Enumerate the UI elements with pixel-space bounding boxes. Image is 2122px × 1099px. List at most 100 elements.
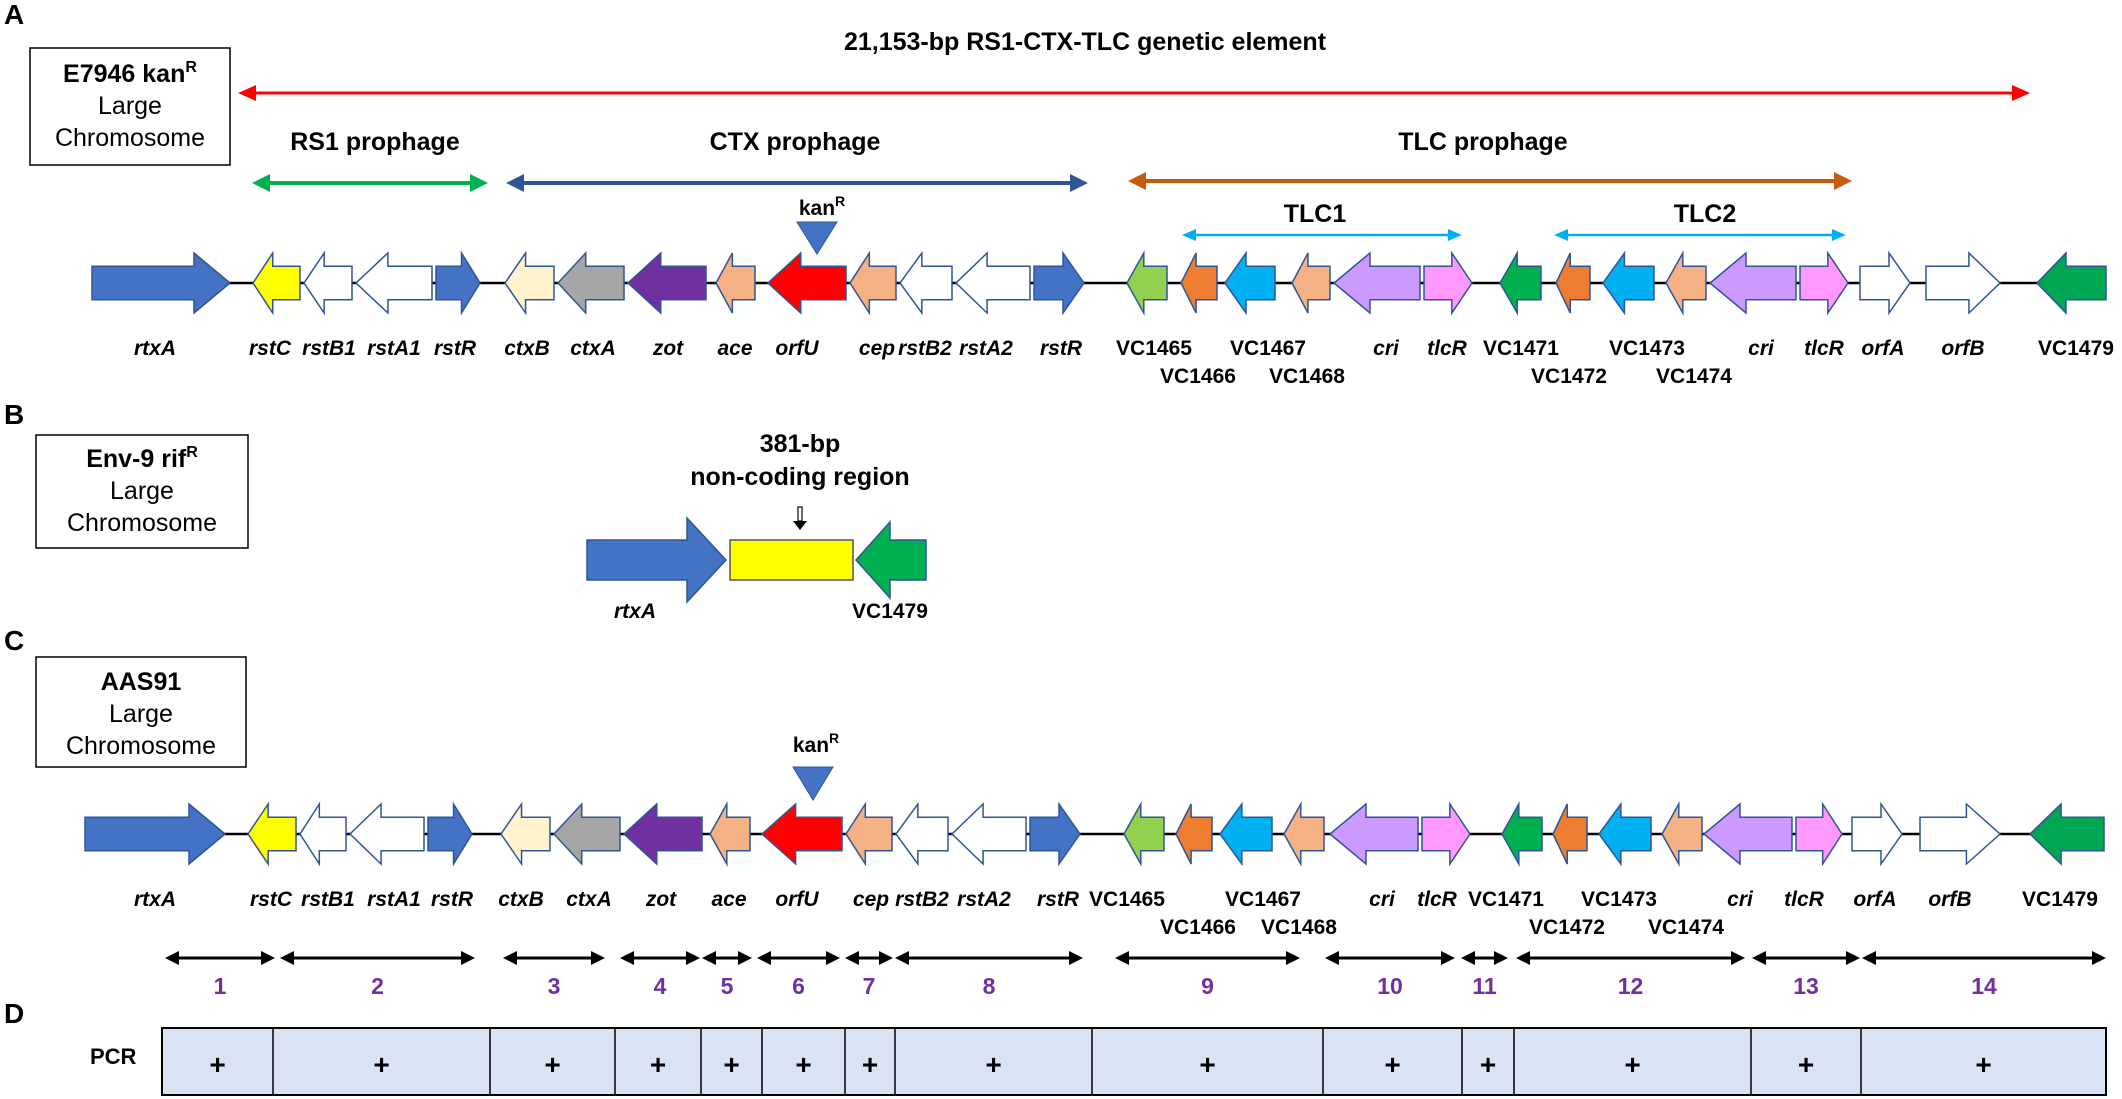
pcr-result-1: + bbox=[209, 1049, 225, 1080]
segment-number-7: 7 bbox=[863, 973, 876, 999]
gene-label-VC1473-a-22: VC1473 bbox=[1609, 337, 1685, 360]
segment-arrowhead-right-4 bbox=[686, 951, 700, 965]
gene-tlcR-c-25 bbox=[1795, 801, 1843, 867]
kan-marker-label-a: kanR bbox=[799, 193, 845, 220]
pcr-result-6: + bbox=[795, 1049, 811, 1080]
gene-VC1466-a-15 bbox=[1180, 252, 1218, 314]
segment-number-14: 14 bbox=[1971, 973, 1997, 999]
gene-tlcR-a-19 bbox=[1423, 250, 1473, 316]
gene-label-rstR-c-4: rstR bbox=[431, 888, 474, 911]
ctx-prophage-label: CTX prophage bbox=[710, 128, 881, 156]
gene-label-orfA-a-26: orfA bbox=[1861, 337, 1904, 360]
gene-VC1473-a-22 bbox=[1602, 250, 1655, 316]
element-title: 21,153-bp RS1-CTX-TLC genetic element bbox=[844, 28, 1327, 56]
tlc1-span-arrow bbox=[1182, 229, 1462, 241]
segment-arrowhead-left-1 bbox=[165, 951, 179, 965]
segment-arrowhead-left-12 bbox=[1516, 951, 1530, 965]
segment-arrowhead-right-6 bbox=[826, 951, 840, 965]
gene-label-ctxA-c-6: ctxA bbox=[566, 888, 612, 911]
gene-label-VC1472-c-21: VC1472 bbox=[1529, 916, 1605, 939]
gene-label-orfB-c-27: orfB bbox=[1928, 888, 1971, 911]
ctx-span-arrow bbox=[506, 174, 1088, 192]
pcr-result-8: + bbox=[985, 1049, 1001, 1080]
gene-VC1467-c-16 bbox=[1219, 801, 1273, 867]
pcr-table bbox=[161, 1027, 2107, 1096]
gene-cri-c-18 bbox=[1328, 802, 1419, 866]
gene-label-zot-a-7: zot bbox=[652, 337, 684, 360]
strain-box-a bbox=[29, 47, 231, 166]
gene-ctxA-c-6 bbox=[552, 802, 621, 866]
gene-label-cep-c-10: cep bbox=[853, 888, 889, 911]
gene-label-ctxB-c-5: ctxB bbox=[498, 888, 544, 911]
kan-insertion-triangle-c bbox=[792, 766, 834, 801]
strain-line2-b: Large bbox=[110, 477, 174, 505]
panel-b: B Env-9 rifR Large Chromosome 381-bp non… bbox=[4, 399, 928, 623]
gene-rstB1-a-2 bbox=[303, 250, 353, 316]
noncoding-region-box bbox=[729, 539, 854, 581]
gene-label-orfU-c-9: orfU bbox=[775, 888, 819, 911]
gene-VC1479-a-28 bbox=[2035, 251, 2107, 315]
segment-arrowhead-right-11 bbox=[1494, 951, 1508, 965]
segment-arrowhead-right-1 bbox=[261, 951, 275, 965]
segment-number-13: 13 bbox=[1793, 973, 1819, 999]
gene-zot-c-7 bbox=[622, 802, 703, 866]
segment-arrowhead-right-12 bbox=[1731, 951, 1745, 965]
gene-label-rtxA-c-0: rtxA bbox=[134, 888, 176, 911]
gene-label-VC1467-a-16: VC1467 bbox=[1230, 337, 1306, 360]
gene-label-orfB-a-27: orfB bbox=[1941, 337, 1984, 360]
gene-label-cri-a-18: cri bbox=[1373, 337, 1400, 360]
gene-label-VC1474-c-23: VC1474 bbox=[1648, 916, 1724, 939]
gene-VC1479-b bbox=[854, 520, 927, 600]
gene-label-rstB1-a-2: rstB1 bbox=[302, 337, 356, 360]
tlc-prophage-label: TLC prophage bbox=[1398, 128, 1568, 156]
strain-line2-c: Large bbox=[109, 700, 173, 728]
pcr-result-12: + bbox=[1624, 1049, 1640, 1080]
gene-label-ace-c-8: ace bbox=[711, 888, 746, 911]
segment-arrowhead-left-4 bbox=[620, 951, 634, 965]
gene-cri-a-18 bbox=[1332, 251, 1421, 315]
gene-orfA-a-26 bbox=[1859, 250, 1911, 316]
segment-number-1: 1 bbox=[214, 973, 227, 999]
gene-cep-a-10 bbox=[849, 250, 897, 316]
strain-box-b bbox=[35, 434, 249, 549]
pcr-result-7: + bbox=[862, 1049, 878, 1080]
segment-arrowhead-right-2 bbox=[461, 951, 475, 965]
gene-label-rtxA-b: rtxA bbox=[614, 600, 656, 623]
gene-rstC-a-1 bbox=[252, 250, 301, 316]
gene-label-rstA2-c-12: rstA2 bbox=[957, 888, 1011, 911]
gene-rtxA-c-0 bbox=[84, 802, 227, 866]
gene-label-rstA1-c-3: rstA1 bbox=[367, 888, 421, 911]
segment-number-5: 5 bbox=[721, 973, 734, 999]
gene-VC1465-c-14 bbox=[1123, 801, 1165, 867]
gene-label-VC1465-c-14: VC1465 bbox=[1089, 888, 1165, 911]
gene-orfU-a-9 bbox=[766, 251, 847, 315]
gene-label-ctxB-a-5: ctxB bbox=[504, 337, 550, 360]
gene-VC1474-c-23 bbox=[1661, 801, 1703, 867]
gene-label-VC1479-b: VC1479 bbox=[852, 600, 928, 623]
segment-arrowhead-right-7 bbox=[879, 951, 893, 965]
gene-label-tlcR-c-25: tlcR bbox=[1784, 888, 1825, 911]
gene-VC1465-a-14 bbox=[1126, 250, 1168, 316]
gene-ace-a-8 bbox=[715, 252, 756, 314]
segment-arrowhead-right-3 bbox=[591, 951, 605, 965]
gene-ctxA-a-6 bbox=[556, 251, 625, 315]
strain-box-c bbox=[35, 656, 247, 768]
rs1-span-arrow bbox=[252, 174, 488, 192]
pcr-result-14: + bbox=[1975, 1049, 1991, 1080]
gene-rstA1-a-3 bbox=[354, 251, 433, 315]
strain-name-c: AAS91 bbox=[101, 668, 182, 696]
gene-label-ace-a-8: ace bbox=[717, 337, 752, 360]
gene-ctxB-a-5 bbox=[504, 250, 555, 316]
gene-label-VC1468-a-17: VC1468 bbox=[1269, 365, 1345, 388]
panel-d-label: D bbox=[4, 998, 24, 1029]
gene-rstB1-c-2 bbox=[299, 801, 347, 867]
segment-arrowhead-right-5 bbox=[738, 951, 752, 965]
gene-orfB-a-27 bbox=[1925, 251, 2002, 315]
segment-number-10: 10 bbox=[1377, 973, 1403, 999]
gene-label-tlcR-c-19: tlcR bbox=[1417, 888, 1458, 911]
region-title-line1: 381-bp bbox=[760, 430, 841, 458]
region-pointer-arrow bbox=[793, 506, 807, 530]
